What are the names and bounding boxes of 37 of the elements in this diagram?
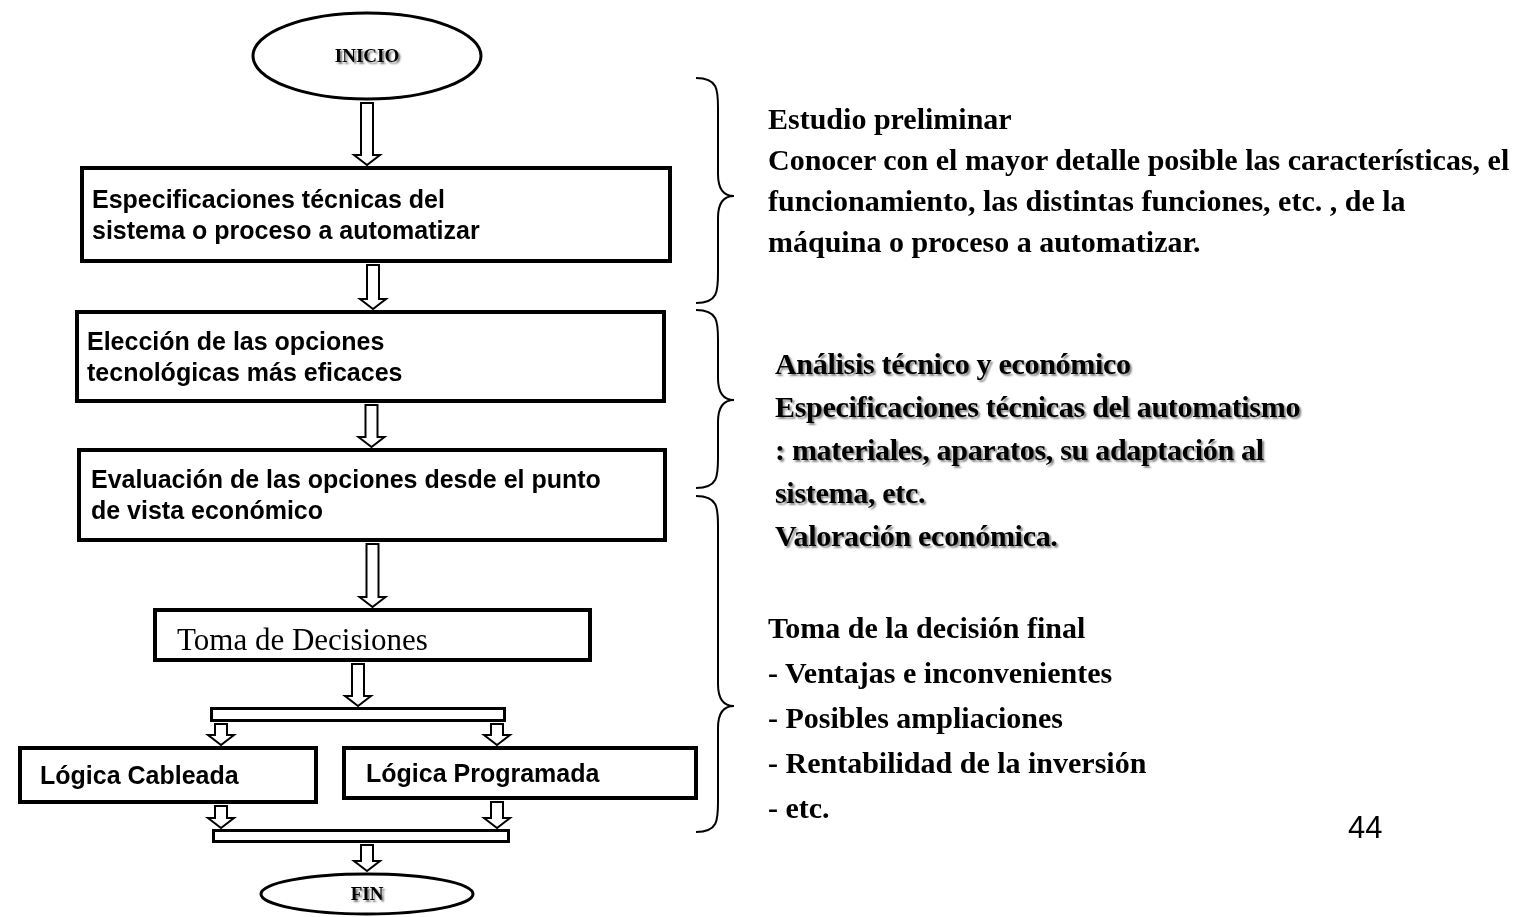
process-box (18, 746, 318, 804)
terminal-label: FIN (350, 883, 384, 905)
block-arrow (351, 844, 383, 873)
description-text: - Ventajas e inconvenientes (768, 655, 1113, 691)
process-box (75, 310, 666, 403)
process-box (80, 166, 672, 263)
block-arrow (356, 543, 389, 609)
description-text: - Posibles ampliaciones (768, 700, 1063, 736)
block-arrow (351, 102, 383, 167)
section-heading: Toma de la decisión final (768, 610, 1086, 646)
block-arrow (205, 723, 237, 747)
junction-bar (212, 829, 510, 843)
process-box (342, 746, 698, 800)
block-arrow (481, 723, 513, 747)
step-label: Elección de las opciones tecnológicas más eficaces (87, 325, 404, 388)
step-label: Especificaciones técnicas del sistema o proceso a automatizar (92, 183, 481, 246)
description-text: - Rentabilidad de la inversión (768, 745, 1147, 781)
block-arrow (205, 805, 237, 830)
terminal-label: INICIO (334, 45, 400, 67)
page-number: 44 (1348, 809, 1383, 847)
section-heading: Análisis técnico y económico (775, 346, 1131, 382)
description-text: Especificaciones técnicas del automatismo : materiales, aparatos, su adaptación al sistema, etc. (775, 389, 1302, 511)
step-label: Lógica Programada (366, 757, 600, 789)
description-text: - etc. (768, 790, 830, 826)
step-label: Evaluación de las opciones desde el punto de vista económico (91, 464, 602, 526)
description-text: Valoración económica. (775, 518, 1058, 554)
block-arrow (481, 801, 513, 830)
block-arrow (342, 663, 374, 708)
step-label: Toma de Decisiones (177, 622, 428, 658)
process-box (77, 448, 667, 542)
process-box (153, 608, 592, 662)
block-arrow (357, 264, 389, 311)
section-heading: Estudio preliminar (768, 101, 1012, 137)
step-label: Lógica Cableada (40, 759, 239, 791)
description-text: Conocer con el mayor detalle posible las características, el funcionamiento, las distintas funciones, etc. , de la máquina o proceso a automatizar. (768, 142, 1511, 260)
junction-bar (210, 707, 506, 722)
block-arrow (355, 404, 388, 449)
